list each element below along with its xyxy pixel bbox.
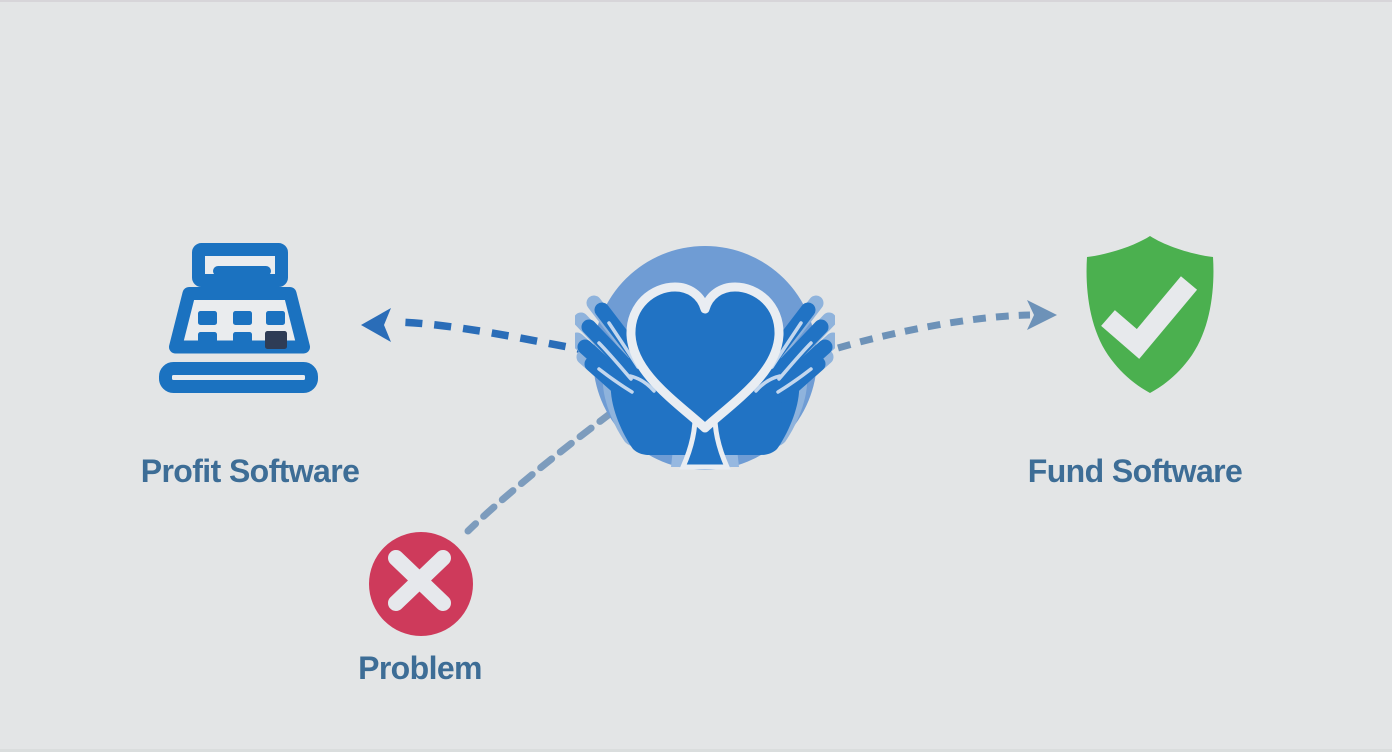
checkmark-icon [1101,276,1198,359]
arrow-to-fund-icon [837,300,1057,352]
arrow-to-profit-icon [361,308,595,356]
connector-to-problem-icon [464,409,615,535]
shield-check-icon [1086,236,1214,393]
heart-icon [626,282,784,433]
fund-software-label: Fund Software [1027,453,1243,489]
bottom-edge-line [0,749,1392,752]
hands-holding-heart-icon [575,246,835,470]
x-circle-icon [369,532,473,636]
profit-software-label: Profit Software [140,453,360,489]
problem-label: Problem [358,650,482,686]
top-edge-line [0,0,1392,2]
cash-register-icon [159,243,318,393]
